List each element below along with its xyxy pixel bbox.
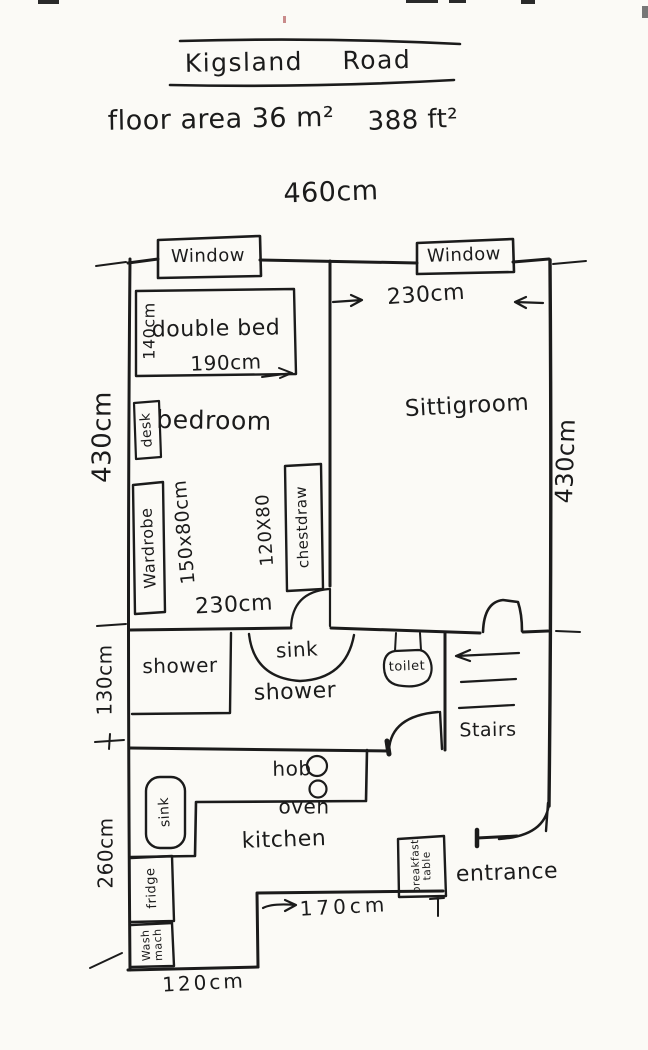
- dim-kitchen-height: 260cm: [93, 817, 118, 889]
- hall-width-arrow: [261, 898, 298, 913]
- entrance-door-arc: [497, 800, 551, 841]
- wall-bedroom-bottom-right: [521, 629, 550, 634]
- stairs-door-arc: [481, 598, 524, 634]
- bedroom-door-arc: [289, 587, 332, 630]
- hob-burner: [308, 779, 328, 799]
- wardrobe-box: [131, 480, 167, 616]
- scan-mark: [642, 6, 648, 18]
- scan-mark: [38, 0, 59, 4]
- tick-bottom-left: [89, 952, 123, 969]
- title-rule-bottom: [168, 78, 456, 88]
- entrance-label: entrance: [455, 858, 559, 888]
- wall-right: [547, 258, 553, 808]
- window-right-label: Window: [426, 243, 502, 267]
- dim-bed-length: 190cm: [190, 349, 262, 376]
- wall-top-middle-segment: [258, 258, 419, 265]
- desk-label: desk: [137, 412, 156, 448]
- breakfast-table-label: breakfast table: [409, 839, 434, 893]
- sitting-width-arrow-left: [331, 293, 364, 308]
- kitchen-sink-label: sink: [155, 796, 174, 828]
- stairs-tread-arrow: [454, 648, 521, 663]
- wall-bathroom-bottom: [128, 746, 390, 753]
- bathroom-sink-bowl: [247, 632, 356, 683]
- dim-sitting-width: 230cm: [386, 279, 466, 311]
- double-bed-label: double bed: [151, 315, 281, 343]
- floor-area-imperial: 388 ft²: [367, 103, 459, 137]
- floor-area-metric: floor area 36 m²: [107, 101, 335, 137]
- shower-door-arc: [387, 710, 444, 752]
- washing-machine-label: Wash mach: [139, 928, 165, 962]
- chest-of-drawers-label: chestdraw: [291, 485, 313, 569]
- stairs-tread: [457, 703, 516, 710]
- shower-door-jamb: [384, 738, 392, 757]
- stairs-tread: [459, 677, 518, 684]
- chest-of-drawers-box: [283, 462, 325, 593]
- window-left-box: [156, 234, 263, 280]
- shower-label: shower: [142, 652, 218, 679]
- tick-left-mid: [96, 623, 127, 627]
- bedroom-label: bedroom: [156, 404, 272, 436]
- double-bed-box: [134, 287, 298, 378]
- wall-bedroom-bottom-mid: [329, 626, 482, 635]
- tick-left-kitchen: [94, 733, 125, 750]
- dim-hall-width: 170cm: [299, 892, 389, 921]
- window-right-box: [415, 237, 516, 276]
- kitchen-sink-box: [144, 775, 187, 850]
- scan-marks: [38, 0, 648, 23]
- dim-bathroom-height: 130cm: [92, 644, 117, 716]
- window-left-label: Window: [170, 244, 246, 268]
- shower-room-label: shower: [253, 678, 337, 706]
- desk-box: [132, 399, 163, 461]
- breakfast-table-label-line2: table: [420, 851, 434, 881]
- tick-right-mid: [555, 630, 581, 633]
- fridge-box: [129, 854, 176, 924]
- kitchen-label: kitchen: [241, 825, 327, 854]
- washing-machine-box: [129, 921, 176, 969]
- scan-mark: [449, 0, 466, 3]
- dim-right-height: 430cm: [549, 418, 581, 504]
- fridge-label: fridge: [143, 867, 161, 909]
- hob-label: hob: [272, 756, 312, 781]
- wall-top-left-segment: [126, 257, 160, 265]
- tick-top-left: [95, 261, 127, 267]
- wall-entrance-stub: [475, 834, 519, 840]
- wall-top-right-segment: [511, 257, 551, 264]
- breakfast-table-box: [396, 834, 448, 899]
- scan-mark: [283, 16, 286, 23]
- dim-bottom-width: 120cm: [161, 968, 247, 997]
- shower-enclosure: [130, 631, 233, 716]
- oven-label: oven: [278, 794, 330, 819]
- stairs-label: Stairs: [459, 718, 517, 742]
- sitting-width-arrow-right: [513, 295, 545, 310]
- toilet-label: toilet: [388, 658, 426, 675]
- toilet-cistern-lines: [394, 632, 422, 652]
- bed-length-arrow: [261, 367, 293, 379]
- washing-machine-label-line2: mach: [150, 928, 165, 962]
- wall-left: [127, 257, 132, 972]
- street-title: Kigsland Road: [184, 44, 412, 78]
- kitchen-counter: [129, 748, 369, 859]
- wall-step: [255, 889, 445, 969]
- toilet-bowl: [382, 648, 433, 688]
- dim-bedroom-width: 230cm: [194, 590, 274, 620]
- title-rule-top: [178, 38, 462, 46]
- dim-left-height: 430cm: [87, 391, 118, 483]
- hall-width-tick: [429, 897, 445, 917]
- tick-top-right: [552, 260, 587, 265]
- dim-top-width: 460cm: [282, 175, 380, 210]
- hob-burner: [305, 754, 329, 778]
- bathroom-sink-label: sink: [275, 636, 319, 663]
- wall-bedroom-bottom-left: [128, 626, 293, 632]
- scan-mark: [406, 0, 438, 3]
- wall-bottom: [126, 965, 260, 972]
- scan-mark: [521, 0, 535, 4]
